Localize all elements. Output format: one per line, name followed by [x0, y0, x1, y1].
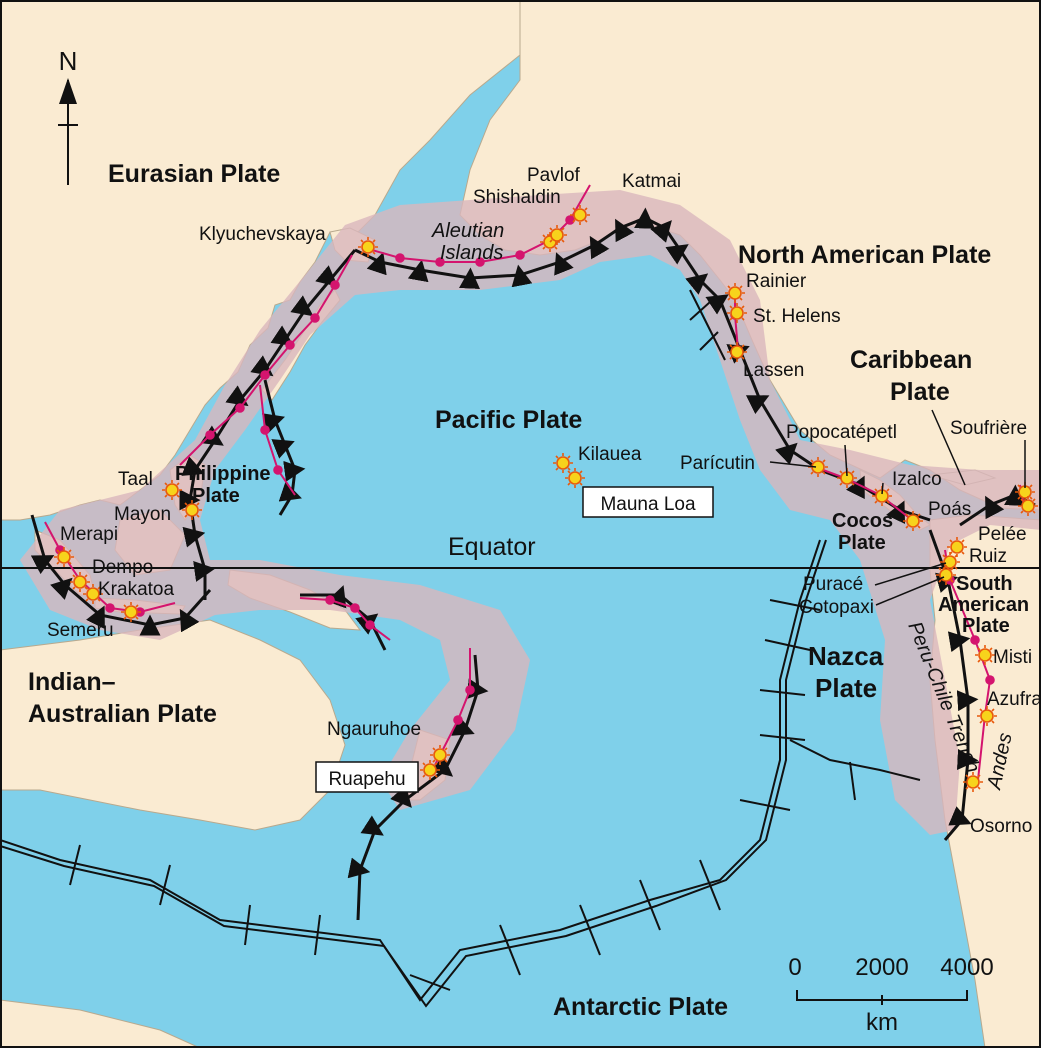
volcano-pelee: Pelée [978, 524, 1027, 545]
land-antarctica [0, 999, 201, 1048]
plate-cocos-1: Cocos [832, 510, 893, 532]
scale-tick-2000: 2000 [855, 954, 908, 981]
arc-tonga [299, 595, 391, 641]
volcano-icon[interactable] [429, 744, 451, 766]
volcano-poas: Poás [928, 499, 971, 520]
scale-tick-4000: 4000 [940, 954, 993, 981]
spreading-ridges [0, 289, 921, 1008]
plate-nazca-1: Nazca [808, 641, 884, 671]
volcano-icon[interactable] [419, 759, 441, 781]
plate-south-american-2: American [938, 594, 1029, 616]
volcano-labels: Klyuchevskaya Shishaldin Pavlof Katmai R… [47, 165, 1041, 837]
volcano-mayon: Mayon [114, 504, 171, 525]
volcano-taal: Taal [118, 469, 153, 490]
arc-mexico [814, 466, 913, 521]
arc-bonin [259, 384, 296, 496]
arc-japan [179, 254, 353, 466]
volcano-icon[interactable] [53, 546, 75, 568]
volcano-ruapehu: Ruapehu [328, 769, 405, 790]
volcano-icon[interactable] [564, 467, 586, 489]
plate-north-american: North American Plate [738, 241, 991, 269]
volcano-semeru: Semeru [47, 620, 114, 641]
volcano-purace: Puracé [803, 574, 863, 595]
volcano-rainier: Rainier [746, 271, 807, 292]
volcano-popocatepetl: Popocatépetl [786, 422, 897, 443]
volcano-shishaldin: Shishaldin [473, 187, 561, 208]
boundary-aleutian [354, 207, 821, 472]
plate-philippine-2: Plate [192, 485, 240, 507]
volcano-cotopaxi: Cotopaxi [799, 597, 874, 618]
volcano-lassen: Lassen [743, 360, 804, 381]
arc-aleutian [364, 184, 591, 267]
volcano-icon[interactable] [120, 601, 142, 623]
volcano-icon[interactable] [552, 452, 574, 474]
label-box-mauna-loa [582, 486, 714, 518]
ridge-transforms [69, 301, 856, 991]
leader-lines [769, 409, 1026, 606]
volcano-icon[interactable] [726, 302, 748, 324]
scale-tick-0: 0 [788, 954, 801, 981]
volcano-kilauea: Kilauea [578, 444, 642, 465]
north-arrow-icon [59, 78, 77, 104]
volcano-klyuchevskaya: Klyuchevskaya [199, 224, 326, 245]
plate-pacific: Pacific Plate [435, 406, 582, 434]
volcano-izalco: Izalco [892, 469, 942, 490]
plate-south-american-1: South [956, 573, 1013, 595]
plate-eurasian: Eurasian Plate [108, 160, 280, 188]
plate-philippine-1: Philippine [175, 463, 271, 485]
volcano-azufral: Azufral [987, 689, 1041, 710]
label-box-ruapehu [315, 761, 419, 793]
north-arrow: N [58, 46, 78, 185]
volcano-icon[interactable] [726, 341, 748, 363]
volcano-paricutin: Parícutin [680, 453, 755, 474]
plate-cocos-2: Plate [838, 532, 886, 554]
volcano-icon[interactable] [1017, 495, 1039, 517]
ridge-juan-de-fuca [689, 289, 726, 361]
plate-indian-australian-2: Australian Plate [28, 700, 217, 728]
volcano-icon[interactable] [974, 644, 996, 666]
ridge-east-pacific-b [0, 539, 827, 1008]
volcano-icon[interactable] [724, 282, 746, 304]
arc-newzealand [434, 648, 475, 766]
volcano-icon[interactable] [935, 564, 957, 586]
plate-indian-australian-1: Indian– [28, 668, 116, 696]
volcano-ngauruhoe: Ngauruhoe [327, 719, 421, 740]
volcano-merapi: Merapi [60, 524, 118, 545]
volcano-icon[interactable] [357, 236, 379, 258]
volcano-ruiz: Ruiz [969, 546, 1007, 567]
volcano-icon[interactable] [902, 510, 924, 532]
equator-label: Equator [448, 533, 536, 561]
volcano-mauna-loa: Mauna Loa [600, 494, 696, 515]
volcano-katmai: Katmai [622, 171, 681, 192]
volcano-pavlof: Pavlof [527, 165, 581, 186]
plate-antarctic: Antarctic Plate [553, 993, 728, 1021]
scale-bar: 0 2000 4000 km [788, 954, 993, 1036]
plate-nazca-2: Plate [815, 673, 877, 703]
plate-south-american-3: Plate [962, 615, 1010, 637]
volcano-icon[interactable] [546, 224, 568, 246]
region-aleutian-1: Aleutian [431, 220, 504, 242]
volcano-misti: Misti [993, 647, 1032, 668]
volcano-dempo: Dempo [92, 557, 153, 578]
boundary-kermadec [347, 654, 489, 921]
north-label: N [59, 46, 78, 76]
volcano-osorno: Osorno [970, 816, 1032, 837]
volcano-icon[interactable] [569, 204, 591, 226]
ridge-east-pacific [0, 539, 821, 1002]
ridge-chile [789, 739, 921, 781]
scale-unit: km [866, 1009, 898, 1036]
region-aleutian-2: Islands [440, 242, 503, 264]
plate-caribbean-2: Plate [890, 378, 950, 406]
plate-caribbean-1: Caribbean [850, 346, 972, 374]
volcano-soufriere: Soufrière [950, 418, 1027, 439]
plate-labels: Eurasian Plate North American Plate Cari… [28, 160, 1029, 1021]
volcano-st-helens: St. Helens [753, 306, 841, 327]
volcano-krakatoa: Krakatoa [98, 579, 174, 600]
